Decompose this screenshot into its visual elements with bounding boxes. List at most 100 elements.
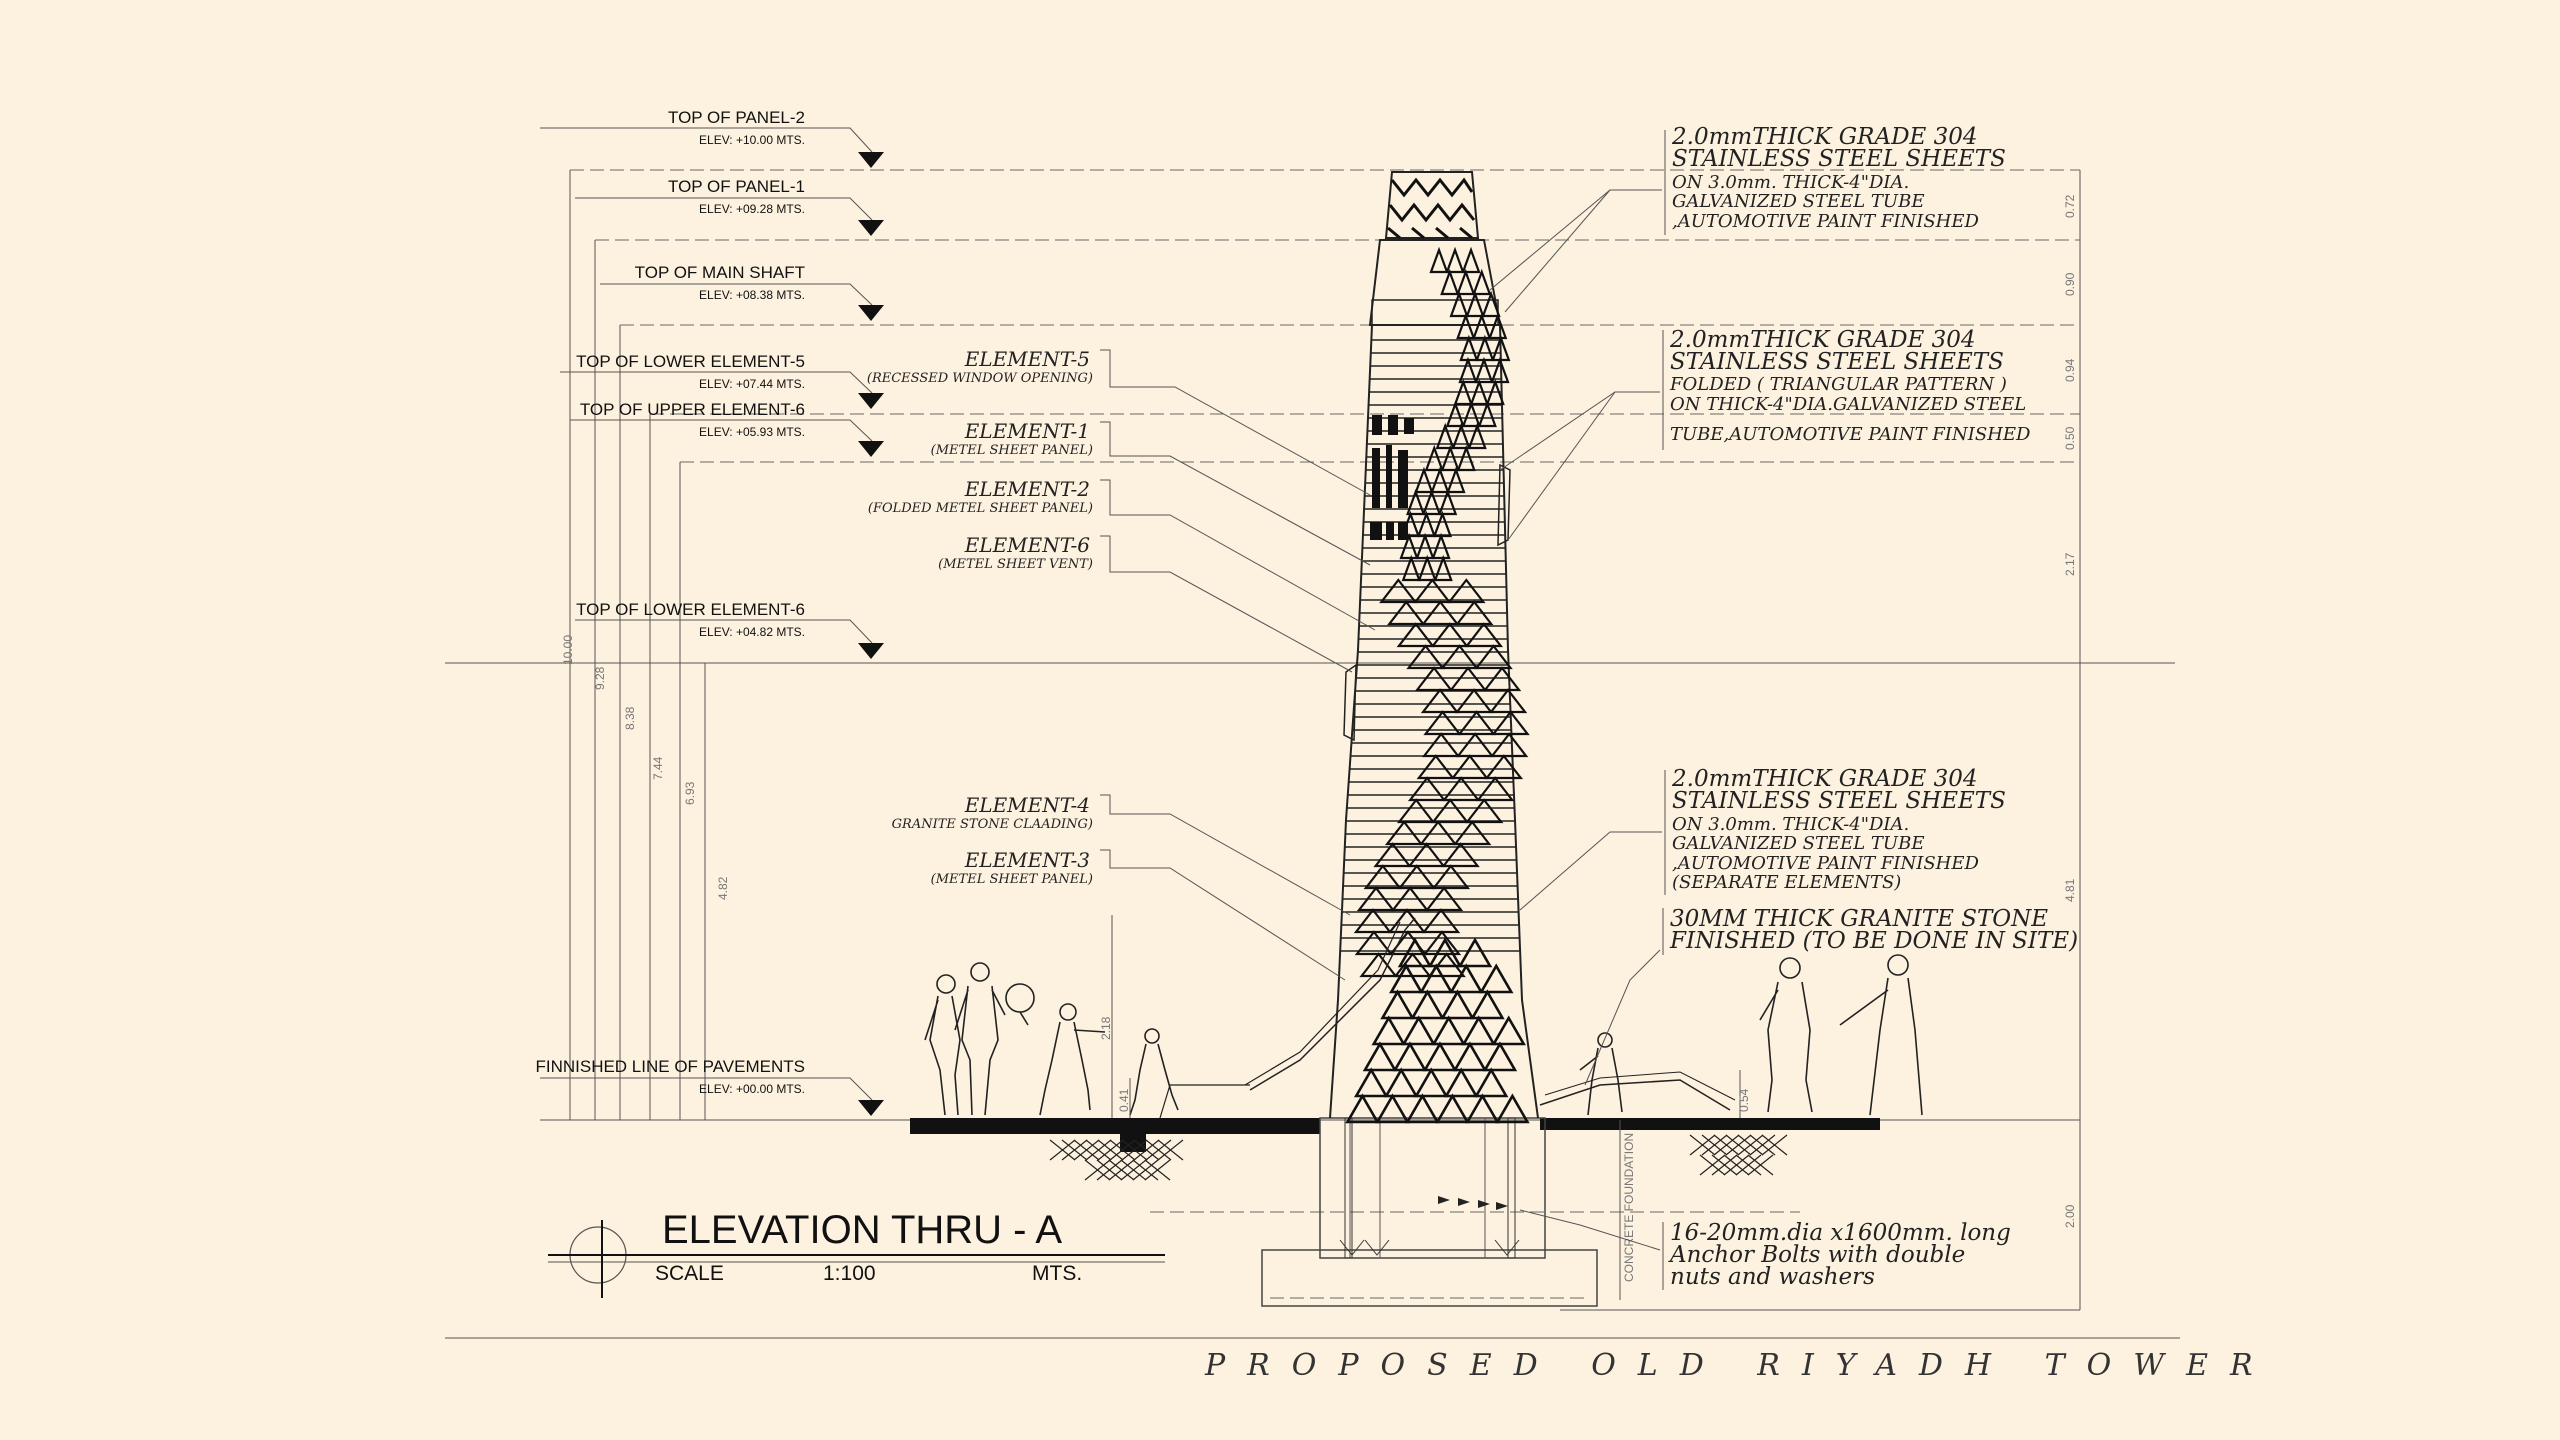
level-title: TOP OF UPPER ELEMENT-6 <box>580 400 805 419</box>
scale-label: SCALE <box>655 1262 724 1285</box>
right-dimension-chain: 0.72 0.90 0.94 0.50 2.17 4.81 2.00 <box>2063 170 2081 1310</box>
note-line: ,AUTOMOTIVE PAINT FINISHED <box>1672 853 1979 874</box>
small-dim-2: 0.41 <box>1117 1088 1131 1112</box>
level-title: TOP OF MAIN SHAFT <box>635 263 805 282</box>
element-name: ELEMENT-4 <box>964 793 1090 817</box>
element-label-5: ELEMENT-5 (RECESSED WINDOW OPENING) <box>867 347 1371 496</box>
spec-note-1: 2.0mmTHICK GRADE 304 STAINLESS STEEL SHE… <box>1489 124 2006 313</box>
element-label-3: ELEMENT-3 (METEL SHEET PANEL) <box>931 848 1346 981</box>
person-child-icon <box>1039 1003 1106 1116</box>
element-sub: GRANITE STONE CLAADING) <box>892 817 1093 832</box>
right-dim-5: 2.17 <box>2063 552 2077 576</box>
note-line: TUBE,AUTOMOTIVE PAINT FINISHED <box>1670 424 2031 445</box>
note-line: (SEPARATE ELEMENTS) <box>1672 872 1901 893</box>
spec-note-5: 16-20mm.dia x1600mm. long Anchor Bolts w… <box>1519 1209 2011 1290</box>
note-line: FOLDED ( TRIANGULAR PATTERN ) <box>1669 374 2007 395</box>
scale-value: 1:100 <box>823 1262 876 1285</box>
element-name: ELEMENT-5 <box>964 347 1090 371</box>
element-labels: ELEMENT-5 (RECESSED WINDOW OPENING) ELEM… <box>867 347 1376 981</box>
right-dim-4: 0.50 <box>2063 426 2077 450</box>
level-elev: ELEV: +00.00 MTS. <box>699 1082 805 1096</box>
tower <box>1159 171 1736 1124</box>
earth-hatch-right <box>1689 1134 1788 1176</box>
level-triangle-icon <box>858 393 884 409</box>
person-child-right-icon <box>1579 1032 1623 1116</box>
right-dim-3: 0.94 <box>2063 358 2077 382</box>
drawing-title: ELEVATION THRU - A <box>662 1208 1062 1252</box>
element-sub: (METEL SHEET VENT) <box>938 557 1093 572</box>
note-line: ON 3.0mm. THICK-4"DIA. <box>1672 172 1909 193</box>
note-line: ON THICK-4"DIA.GALVANIZED STEEL <box>1670 394 2026 415</box>
level-elev: ELEV: +05.93 MTS. <box>699 425 805 439</box>
element-sub: (METEL SHEET PANEL) <box>931 872 1093 887</box>
ground-and-foundation: CONCRETE FOUNDATION <box>910 1117 1880 1307</box>
spec-note-3: 2.0mmTHICK GRADE 304 STAINLESS STEEL SHE… <box>1519 766 2006 911</box>
level-marker-upper-element-6: TOP OF UPPER ELEMENT-6 ELEV: +05.93 MTS. <box>570 400 884 457</box>
small-dim-3: 0.54 <box>1737 1088 1751 1112</box>
level-elev: ELEV: +10.00 MTS. <box>699 133 805 147</box>
window-openings <box>1370 415 1414 540</box>
level-elev: ELEV: +09.28 MTS. <box>699 202 805 216</box>
note-line: 16-20mm.dia x1600mm. long <box>1670 1220 2011 1246</box>
element-sub: (FOLDED METEL SHEET PANEL) <box>868 501 1093 516</box>
level-title: TOP OF LOWER ELEMENT-5 <box>576 352 805 371</box>
anchor-arrow-icons <box>1438 1196 1508 1210</box>
balloon-icon <box>1005 983 1035 1026</box>
left-dim-6: 4.82 <box>716 876 730 900</box>
level-marker-pavements: FINNISHED LINE OF PAVEMENTS ELEV: +00.00… <box>535 1057 884 1116</box>
element-name: ELEMENT-3 <box>964 848 1090 872</box>
note-line: 2.0mmTHICK GRADE 304 <box>1669 327 1976 353</box>
right-dim-2: 0.90 <box>2063 272 2077 296</box>
note-line: STAINLESS STEEL SHEETS <box>1672 146 2006 172</box>
level-marker-lower-element-6: TOP OF LOWER ELEMENT-6 ELEV: +04.82 MTS. <box>575 600 884 659</box>
level-marker-panel-2: TOP OF PANEL-2 ELEV: +10.00 MTS. <box>540 108 884 168</box>
right-dim-1: 0.72 <box>2063 194 2077 218</box>
level-triangle-icon <box>858 152 884 168</box>
left-dimension-chain: 10.00 9.28 8.38 7.44 6.93 4.82 <box>561 170 730 1120</box>
spec-note-2: 2.0mmTHICK GRADE 304 STAINLESS STEEL SHE… <box>1499 327 2031 541</box>
element-label-2: ELEMENT-2 (FOLDED METEL SHEET PANEL) <box>868 477 1376 631</box>
level-title: TOP OF PANEL-2 <box>668 108 805 127</box>
human-figures <box>924 954 1923 1116</box>
person-child-small-icon <box>1129 1028 1179 1116</box>
element-name: ELEMENT-6 <box>964 533 1091 557</box>
note-line: GALVANIZED STEEL TUBE <box>1672 191 1924 212</box>
note-line: STAINLESS STEEL SHEETS <box>1672 788 2006 814</box>
level-title: TOP OF LOWER ELEMENT-6 <box>576 600 805 619</box>
level-marker-lower-element-5: TOP OF LOWER ELEMENT-5 ELEV: +07.44 MTS. <box>560 352 884 409</box>
left-dim-3: 8.38 <box>623 706 637 730</box>
left-dim-2: 9.28 <box>593 666 607 690</box>
level-marker-main-shaft: TOP OF MAIN SHAFT ELEV: +08.38 MTS. <box>600 263 884 321</box>
left-dim-5: 6.93 <box>683 781 697 805</box>
level-elev: ELEV: +04.82 MTS. <box>699 625 805 639</box>
note-line: 2.0mmTHICK GRADE 304 <box>1671 766 1978 792</box>
left-dim-4: 7.44 <box>651 756 665 780</box>
note-line: Anchor Bolts with double <box>1668 1242 1965 1268</box>
earth-hatch-left <box>1049 1139 1184 1181</box>
note-line: 30MM THICK GRANITE STONE <box>1670 906 2048 932</box>
right-dim-6: 4.81 <box>2063 878 2077 902</box>
foundation-label: CONCRETE FOUNDATION <box>1622 1133 1636 1282</box>
note-line: 2.0mmTHICK GRADE 304 <box>1671 124 1978 150</box>
person-woman-icon <box>924 974 961 1116</box>
level-triangle-icon <box>858 643 884 659</box>
level-triangle-icon <box>858 305 884 321</box>
level-elev: ELEV: +08.38 MTS. <box>699 288 805 302</box>
left-dim-1: 10.00 <box>561 635 575 665</box>
triangular-lattice <box>1353 246 1530 978</box>
spec-note-4: 30MM THICK GRANITE STONE FINISHED (TO BE… <box>1584 906 2078 1086</box>
element-name: ELEMENT-2 <box>964 477 1090 501</box>
person-man-right-icon <box>1759 957 1813 1113</box>
small-dimensions: 2.18 0.41 0.54 <box>1099 915 1751 1118</box>
small-dim-1: 2.18 <box>1099 1016 1113 1040</box>
project-title: PROPOSED OLD RIYADH TOWER <box>1204 1348 2275 1383</box>
person-woman-right-icon <box>1839 954 1923 1116</box>
spec-notes: 2.0mmTHICK GRADE 304 STAINLESS STEEL SHE… <box>1489 124 2078 1290</box>
element-label-6: ELEMENT-6 (METEL SHEET VENT) <box>938 533 1353 673</box>
level-title: FINNISHED LINE OF PAVEMENTS <box>535 1057 805 1076</box>
level-labels: TOP OF PANEL-2 ELEV: +10.00 MTS. TOP OF … <box>535 108 884 1116</box>
element-sub: (METEL SHEET PANEL) <box>931 443 1093 458</box>
right-dim-7: 2.00 <box>2063 1204 2077 1228</box>
scale-units: MTS. <box>1032 1262 1082 1285</box>
